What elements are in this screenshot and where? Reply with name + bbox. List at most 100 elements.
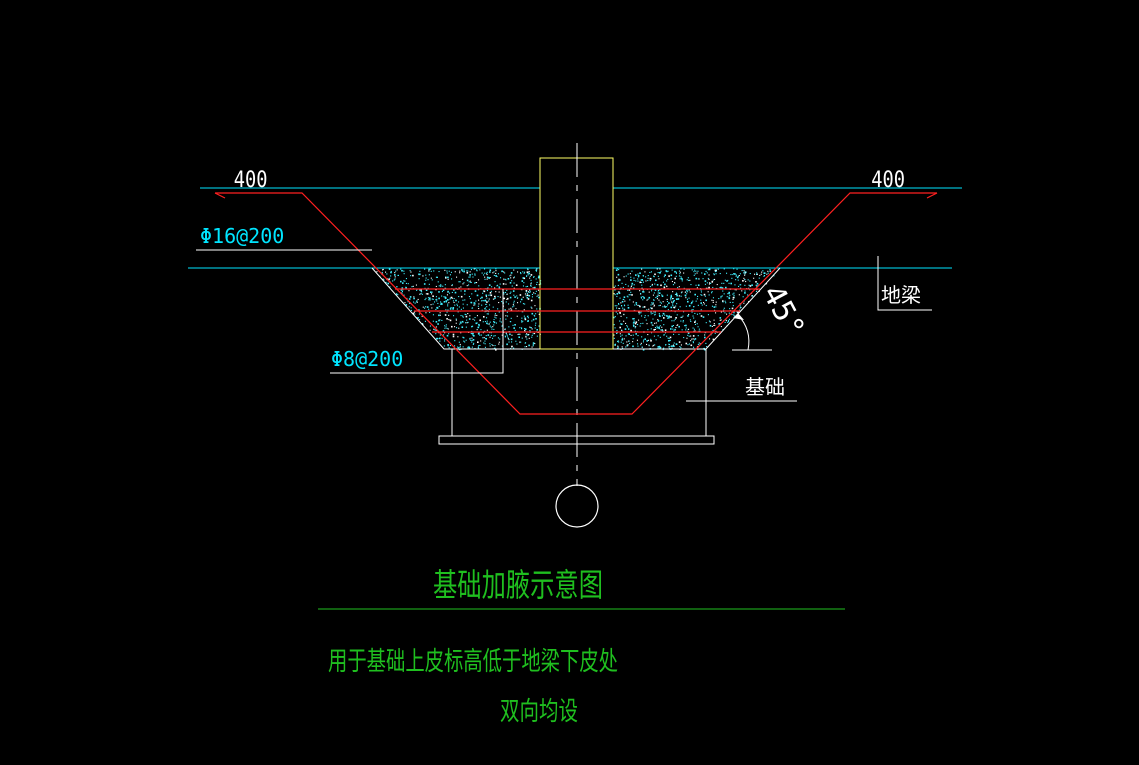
concrete-speckle — [421, 291, 423, 293]
concrete-speckle — [693, 328, 695, 330]
concrete-speckle — [462, 278, 464, 280]
concrete-speckle — [670, 296, 673, 298]
concrete-speckle — [728, 296, 730, 298]
concrete-speckle — [627, 289, 629, 291]
concrete-speckle — [701, 272, 703, 274]
concrete-speckle — [637, 278, 639, 280]
concrete-speckle — [504, 336, 506, 338]
concrete-speckle — [535, 270, 537, 272]
concrete-speckle — [507, 278, 510, 280]
concrete-speckle — [733, 312, 735, 314]
concrete-speckle — [501, 270, 503, 273]
concrete-speckle — [662, 312, 665, 315]
concrete-speckle — [469, 298, 471, 300]
concrete-speckle — [694, 273, 696, 275]
concrete-speckle — [661, 294, 663, 296]
concrete-speckle — [729, 308, 731, 310]
concrete-speckle — [499, 338, 501, 340]
concrete-speckle — [618, 278, 620, 280]
concrete-speckle — [443, 345, 445, 347]
concrete-speckle — [699, 313, 701, 315]
concrete-speckle — [459, 343, 461, 345]
concrete-speckle — [658, 295, 660, 297]
concrete-speckle — [403, 294, 405, 296]
concrete-speckle — [520, 272, 522, 274]
concrete-speckle — [657, 293, 659, 295]
concrete-speckle — [648, 296, 651, 299]
concrete-speckle — [686, 298, 688, 300]
concrete-speckle — [686, 279, 688, 281]
concrete-speckle — [478, 279, 480, 281]
concrete-speckle — [630, 291, 632, 293]
concrete-speckle — [538, 284, 540, 286]
concrete-speckle — [672, 305, 674, 307]
concrete-speckle — [707, 291, 709, 293]
concrete-speckle — [527, 285, 529, 287]
concrete-speckle — [489, 336, 491, 338]
concrete-speckle — [651, 302, 653, 304]
concrete-speckle — [489, 345, 491, 347]
concrete-speckle — [443, 334, 445, 336]
concrete-speckle — [492, 272, 494, 274]
concrete-speckle — [726, 320, 728, 322]
concrete-speckle — [766, 273, 768, 275]
concrete-speckle — [527, 320, 529, 322]
concrete-speckle — [655, 297, 657, 299]
concrete-speckle — [432, 314, 434, 316]
concrete-speckle — [521, 328, 523, 330]
concrete-speckle — [478, 331, 480, 334]
concrete-speckle — [401, 287, 404, 289]
concrete-speckle — [430, 291, 432, 293]
concrete-speckle — [512, 306, 514, 308]
concrete-speckle — [658, 345, 660, 347]
concrete-speckle — [674, 311, 676, 313]
concrete-speckle — [498, 343, 500, 345]
concrete-speckle — [513, 287, 515, 289]
concrete-speckle — [755, 284, 757, 286]
concrete-speckle — [662, 301, 664, 303]
concrete-speckle — [460, 315, 462, 317]
concrete-speckle — [637, 280, 639, 282]
concrete-speckle — [694, 323, 696, 325]
concrete-speckle — [618, 341, 620, 343]
concrete-speckle — [422, 306, 424, 308]
concrete-speckle — [497, 273, 499, 275]
concrete-speckle — [614, 285, 616, 287]
concrete-speckle — [486, 290, 488, 292]
concrete-speckle — [519, 333, 521, 335]
concrete-speckle — [522, 285, 524, 287]
concrete-speckle — [428, 270, 430, 272]
concrete-speckle — [451, 278, 453, 280]
concrete-speckle — [660, 329, 662, 331]
concrete-speckle — [495, 275, 497, 277]
diagram-note-line1: 用于基础上皮标高低于地梁下皮处 — [328, 647, 618, 677]
concrete-speckle — [728, 282, 730, 284]
concrete-speckle — [744, 271, 746, 273]
concrete-speckle — [686, 289, 688, 291]
concrete-speckle — [616, 307, 618, 309]
concrete-speckle — [652, 324, 654, 326]
concrete-speckle — [676, 293, 678, 295]
concrete-speckle — [498, 302, 500, 304]
concrete-speckle — [749, 285, 752, 287]
concrete-speckle — [514, 329, 516, 331]
concrete-speckle — [627, 285, 629, 287]
concrete-speckle — [737, 275, 739, 277]
concrete-speckle — [494, 316, 496, 318]
concrete-speckle — [430, 270, 432, 272]
concrete-speckle — [510, 291, 512, 293]
concrete-speckle — [538, 296, 540, 299]
concrete-speckle — [756, 272, 758, 274]
concrete-speckle — [661, 329, 663, 331]
concrete-speckle — [498, 287, 501, 289]
concrete-speckle — [462, 346, 464, 348]
concrete-speckle — [473, 268, 475, 270]
concrete-speckle — [480, 334, 482, 336]
concrete-speckle — [744, 290, 746, 292]
concrete-speckle — [696, 287, 698, 289]
concrete-speckle — [766, 283, 768, 285]
concrete-speckle — [425, 312, 427, 314]
concrete-speckle — [449, 345, 451, 347]
concrete-speckle — [654, 273, 656, 276]
